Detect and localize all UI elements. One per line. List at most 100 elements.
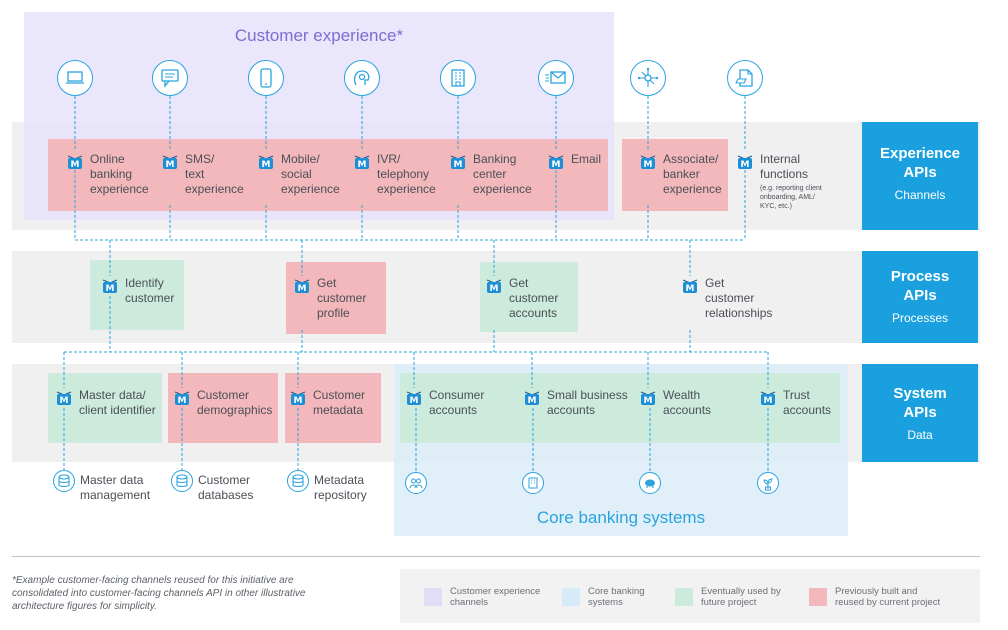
node-label: Associate/ banker experience xyxy=(663,152,722,196)
legend-swatch-customer-experience xyxy=(424,588,442,606)
legend-swatch-previously-built xyxy=(809,588,827,606)
email-icon xyxy=(538,60,574,96)
system-api-consumer-accounts[interactable]: M Consumer accounts xyxy=(405,388,484,418)
experience-api-sms[interactable]: M SMS/ text experience xyxy=(161,152,244,197)
document-icon xyxy=(727,60,763,96)
node-label: Get customer profile xyxy=(317,276,367,320)
process-api-customer-accounts[interactable]: M Get customer accounts xyxy=(485,276,558,321)
tier-process-apis: Process APIs Processes xyxy=(862,251,978,343)
building-icon xyxy=(440,60,476,96)
svg-text:M: M xyxy=(294,396,303,406)
mule-api-icon: M xyxy=(405,388,423,406)
svg-text:M: M xyxy=(106,284,115,294)
legend-label: Eventually used by future project xyxy=(701,586,781,608)
node-label: Master data/ client identifier xyxy=(79,388,156,417)
experience-api-online-banking[interactable]: M Online banking experience xyxy=(66,152,149,197)
svg-text:M: M xyxy=(71,160,80,170)
tier-title: APIs xyxy=(903,287,937,304)
node-label: Wealth accounts xyxy=(663,388,712,417)
svg-text:M: M xyxy=(358,160,367,170)
node-label: Banking center experience xyxy=(473,152,532,196)
footnote: *Example customer-facing channels reused… xyxy=(12,575,306,612)
svg-text:M: M xyxy=(528,396,537,406)
tier-title: System xyxy=(893,385,947,402)
tier-experience-apis: Experience APIs Channels xyxy=(862,122,978,230)
system-api-customer-metadata[interactable]: M Customer metadata xyxy=(289,388,365,418)
legend-label: Core banking systems xyxy=(588,586,645,608)
network-icon xyxy=(630,60,666,96)
customer-experience-title: Customer experience* xyxy=(234,26,404,45)
svg-text:M: M xyxy=(410,396,419,406)
svg-text:M: M xyxy=(490,284,499,294)
metadata-reused-box xyxy=(285,373,381,443)
voice-icon xyxy=(344,60,380,96)
demographics-reused-box xyxy=(168,373,278,443)
core-banking-title: Core banking systems xyxy=(536,508,706,527)
svg-text:M: M xyxy=(166,160,175,170)
system-api-trust-accounts[interactable]: M Trust accounts xyxy=(759,388,831,418)
tier-title: Process xyxy=(890,268,950,285)
process-api-customer-relationships[interactable]: M Get customer relationships xyxy=(681,276,772,321)
data-system-label: Customer databases xyxy=(198,473,254,502)
node-label: Get customer accounts xyxy=(509,276,559,320)
mobile-icon xyxy=(248,60,284,96)
experience-api-internal[interactable]: M Internal functions (e.g. reporting cli… xyxy=(736,152,822,211)
node-label: Mobile/ social experience xyxy=(281,152,340,196)
legend-swatch-core-banking xyxy=(562,588,580,606)
node-label: Trust accounts xyxy=(783,388,832,417)
laptop-icon xyxy=(57,60,93,96)
mule-api-icon: M xyxy=(639,388,657,406)
node-label: Consumer accounts xyxy=(429,388,485,417)
experience-api-banking-center[interactable]: M Banking center experience xyxy=(449,152,532,197)
system-api-customer-demographics[interactable]: M Customer demographics xyxy=(173,388,272,418)
database-icon xyxy=(53,470,75,492)
node-label: SMS/ text experience xyxy=(185,152,244,196)
svg-text:M: M xyxy=(60,396,69,406)
mule-api-icon: M xyxy=(639,152,657,170)
mule-api-icon: M xyxy=(173,388,191,406)
process-api-identify-customer[interactable]: M Identify customer xyxy=(101,276,174,306)
mule-api-icon: M xyxy=(485,276,503,294)
footer-divider xyxy=(12,556,980,557)
mule-api-icon: M xyxy=(353,152,371,170)
node-label: Email xyxy=(571,152,602,166)
experience-api-associate[interactable]: M Associate/ banker experience xyxy=(639,152,722,197)
data-system-label: Master data management xyxy=(80,473,151,502)
piggy-bank-icon xyxy=(639,472,661,494)
node-label: Small business accounts xyxy=(547,388,628,417)
mule-api-icon: M xyxy=(101,276,119,294)
core-accounts-future-box xyxy=(400,373,840,443)
experience-api-email[interactable]: M Email xyxy=(547,152,601,170)
mule-api-icon: M xyxy=(161,152,179,170)
mule-api-icon: M xyxy=(66,152,84,170)
system-api-small-business-accounts[interactable]: M Small business accounts xyxy=(523,388,628,418)
svg-text:M: M xyxy=(686,284,695,294)
node-note: (e.g. reporting client onboarding, AML/ … xyxy=(760,185,822,210)
experience-api-mobile[interactable]: M Mobile/ social experience xyxy=(257,152,340,197)
svg-text:M: M xyxy=(644,396,653,406)
mule-api-icon: M xyxy=(547,152,565,170)
mule-api-icon: M xyxy=(736,152,754,170)
system-api-master-data[interactable]: M Master data/ client identifier xyxy=(55,388,156,418)
node-label: Internal functions xyxy=(760,152,809,181)
tier-title: APIs xyxy=(903,404,937,421)
experience-api-ivr[interactable]: M IVR/ telephony experience xyxy=(353,152,436,197)
tier-system-apis: System APIs Data xyxy=(862,364,978,462)
node-label: Identify customer xyxy=(125,276,175,305)
svg-text:M: M xyxy=(741,160,750,170)
plant-icon xyxy=(757,472,779,494)
node-label: Customer demographics xyxy=(197,388,273,417)
data-system-label: Metadata repository xyxy=(314,473,367,502)
tier-subtitle: Processes xyxy=(891,311,949,325)
svg-text:M: M xyxy=(178,396,187,406)
node-label: Online banking experience xyxy=(90,152,149,196)
tier-subtitle: Channels xyxy=(894,188,946,202)
node-label: Get customer relationships xyxy=(705,276,773,320)
legend-label: Previously built and reused by current p… xyxy=(835,586,941,608)
svg-text:M: M xyxy=(764,396,773,406)
tier-title: Experience xyxy=(879,145,961,162)
system-api-wealth-accounts[interactable]: M Wealth accounts xyxy=(639,388,711,418)
database-icon xyxy=(171,470,193,492)
process-api-customer-profile[interactable]: M Get customer profile xyxy=(293,276,366,321)
